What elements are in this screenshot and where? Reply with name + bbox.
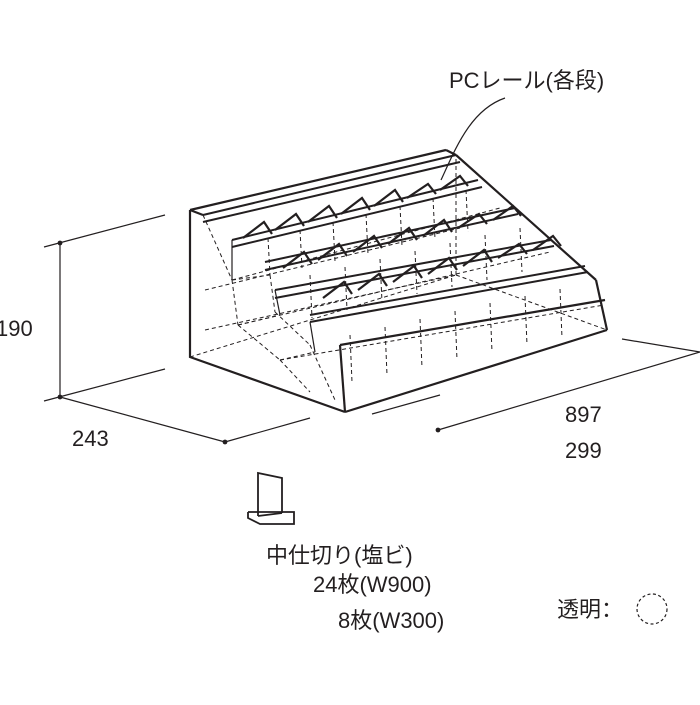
dividers-tier-1 [242,174,469,239]
display-stand [188,148,609,414]
dividers-tier-3 [322,234,562,299]
divider-part [247,471,295,525]
legend-transparent-label: 透明： [557,597,623,622]
divider-count-w300: 8枚(W300) [338,608,444,633]
divider-title: 中仕切り(塩ビ) [266,543,413,568]
dividers-tier-2 [282,204,522,269]
dim-width-large: 897 [565,402,602,427]
dimension-lines [43,214,700,445]
dashed-circle-icon [636,593,668,625]
pc-rail-label: PCレール(各段) [449,68,604,93]
dim-height: 190 [0,316,33,341]
dim-depth: 243 [72,426,109,451]
pc-rail-callout: PCレール(各段) [440,68,604,181]
divider-count-w900: 24枚(W900) [313,572,432,597]
dim-width-small: 299 [565,438,602,463]
outer-frame [188,148,609,414]
pc-rails [202,154,589,353]
pc-rail-leader [440,97,506,181]
hidden-edges [189,155,608,401]
